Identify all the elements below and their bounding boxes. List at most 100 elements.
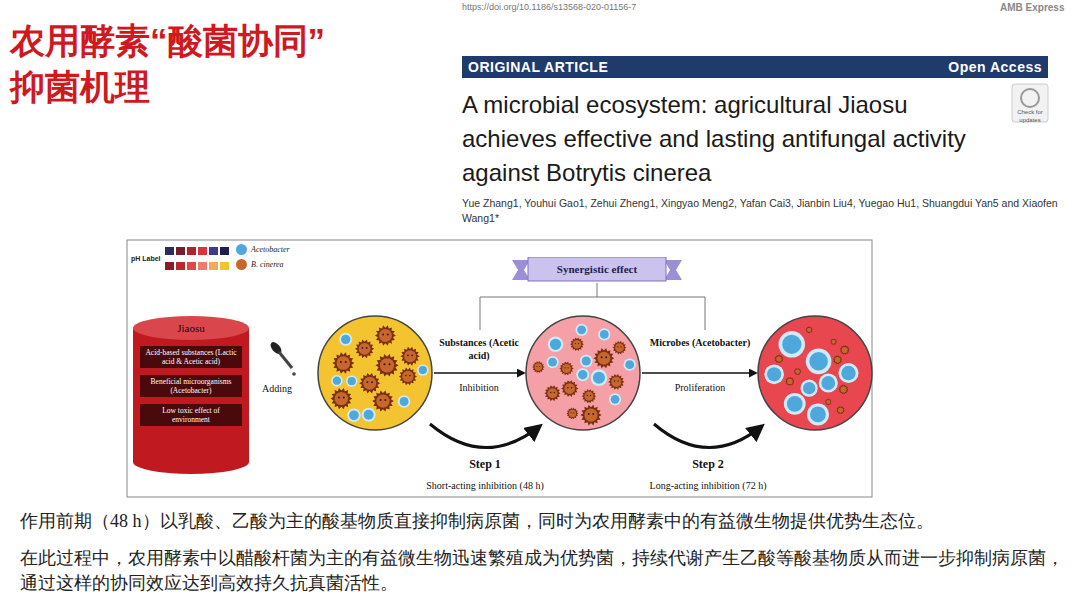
acetobacter-body <box>349 410 359 420</box>
acetobacter-ring <box>576 368 589 381</box>
eye <box>536 366 537 367</box>
b-cinerea-body <box>842 347 848 353</box>
eye <box>571 387 573 389</box>
ph-swatch <box>209 262 218 270</box>
eye <box>571 412 572 413</box>
b-cinerea-spikes <box>794 368 802 375</box>
legend-swatch <box>236 244 247 255</box>
microbes <box>331 325 429 422</box>
journal-name: AMB Express <box>1000 1 1064 14</box>
b-cinerea-spikes <box>359 373 380 393</box>
acetobacter-ring <box>838 363 858 383</box>
b-cinerea-body <box>376 394 389 407</box>
acetobacter-ring <box>362 408 376 422</box>
b-cinerea-body <box>363 377 376 390</box>
b-cinerea-body <box>404 350 416 362</box>
arrow-label: Substances (Acetic acid) <box>431 336 527 362</box>
eye <box>362 347 364 349</box>
eye <box>539 366 540 367</box>
b-cinerea-body <box>597 352 610 365</box>
ph-swatch <box>176 247 185 255</box>
component-box: Acid-based substances (Lactic acid & Ace… <box>140 346 242 368</box>
ph-swatch <box>187 262 196 270</box>
b-cinerea-spikes <box>594 348 615 368</box>
b-cinerea-body <box>795 369 800 374</box>
ph-swatch <box>187 247 196 255</box>
b-cinerea-body <box>826 400 830 404</box>
b-cinerea-spikes <box>532 361 544 373</box>
eye <box>340 361 342 363</box>
b-cinerea-body <box>335 392 348 405</box>
eye <box>564 367 565 368</box>
b-cinerea-body <box>615 343 624 352</box>
ph-swatch <box>220 262 229 270</box>
legend-item: Acetobacter <box>236 244 290 255</box>
bracket <box>480 297 705 330</box>
step-caption: Short-acting inhibition (48 h) <box>424 479 546 492</box>
b-cinerea-spikes <box>331 388 353 409</box>
paper-title: A microbial ecosystem: agricultural Jiao… <box>462 88 1007 190</box>
acetobacter-body <box>821 376 835 390</box>
b-cinerea-body <box>584 409 597 422</box>
culture-circle <box>526 316 640 430</box>
eye <box>590 395 591 396</box>
legend-item: B. cinerea <box>236 259 284 270</box>
acetobacter-body <box>593 372 605 384</box>
acetobacter-ring <box>609 393 621 405</box>
b-cinerea-body <box>835 357 841 363</box>
b-cinerea-body <box>402 371 413 382</box>
acetobacter-body <box>341 335 350 344</box>
acetobacter-body <box>348 377 356 385</box>
eye <box>578 343 579 344</box>
eye <box>575 343 576 344</box>
acetobacter-ring <box>548 336 564 352</box>
acetobacter-ring <box>331 375 342 386</box>
acetobacter-ring <box>598 328 610 340</box>
bar-text: Open Access <box>948 56 1042 78</box>
authors: Yue Zhang1, Youhui Gao1, Zehui Zheng1, X… <box>462 196 1062 226</box>
b-cinerea-body <box>379 329 392 342</box>
slide-title: 农用酵素“酸菌协同” 抑菌机理 <box>10 18 440 110</box>
acetobacter-body <box>419 366 427 374</box>
eye <box>587 395 588 396</box>
acetobacter-body <box>582 356 591 365</box>
b-cinerea-body <box>359 343 371 355</box>
b-cinerea-body <box>838 407 843 412</box>
acetobacter-ring <box>806 348 832 374</box>
badge-icon <box>1021 89 1039 107</box>
acetobacter-body <box>810 406 826 422</box>
b-cinerea-spikes <box>785 377 794 386</box>
acetobacter-ring <box>417 364 428 375</box>
eye <box>343 397 345 399</box>
note-text: 在此过程中，农用酵素中以醋酸杆菌为主的有益微生物迅速繁殖成为优势菌，持续代谢产生… <box>20 546 1070 596</box>
acetobacter-ring <box>398 395 410 407</box>
b-cinerea-spikes <box>836 406 845 414</box>
eye <box>411 354 413 356</box>
acetobacter-body <box>782 335 801 354</box>
eye <box>380 399 382 401</box>
eye <box>384 399 386 401</box>
acetobacter-ring <box>347 409 360 422</box>
eye <box>614 380 615 381</box>
acetobacter-body <box>611 395 620 404</box>
acetobacter-body <box>803 382 815 394</box>
figure-frame <box>127 240 872 497</box>
acetobacter-body <box>625 360 634 369</box>
acetobacter-body <box>548 358 557 367</box>
b-cinerea-body <box>336 356 350 370</box>
b-cinerea-spikes <box>830 338 837 345</box>
acetobacter-body <box>767 367 781 381</box>
ph-swatch <box>176 262 185 270</box>
eye <box>550 392 551 393</box>
b-cinerea-spikes <box>561 380 578 397</box>
b-cinerea-spikes <box>355 340 374 359</box>
acetobacter-ring <box>778 331 805 358</box>
culture-circle <box>318 316 432 430</box>
b-cinerea-spikes <box>774 355 783 364</box>
eye <box>382 334 384 336</box>
jiaosu-cylinder: JiaosuAcid-based substances (Lactic acid… <box>133 314 249 474</box>
b-cinerea-body <box>573 340 582 349</box>
b-cinerea-spikes <box>608 374 624 390</box>
b-cinerea-body <box>584 392 593 401</box>
b-cinerea-spikes <box>582 389 597 403</box>
